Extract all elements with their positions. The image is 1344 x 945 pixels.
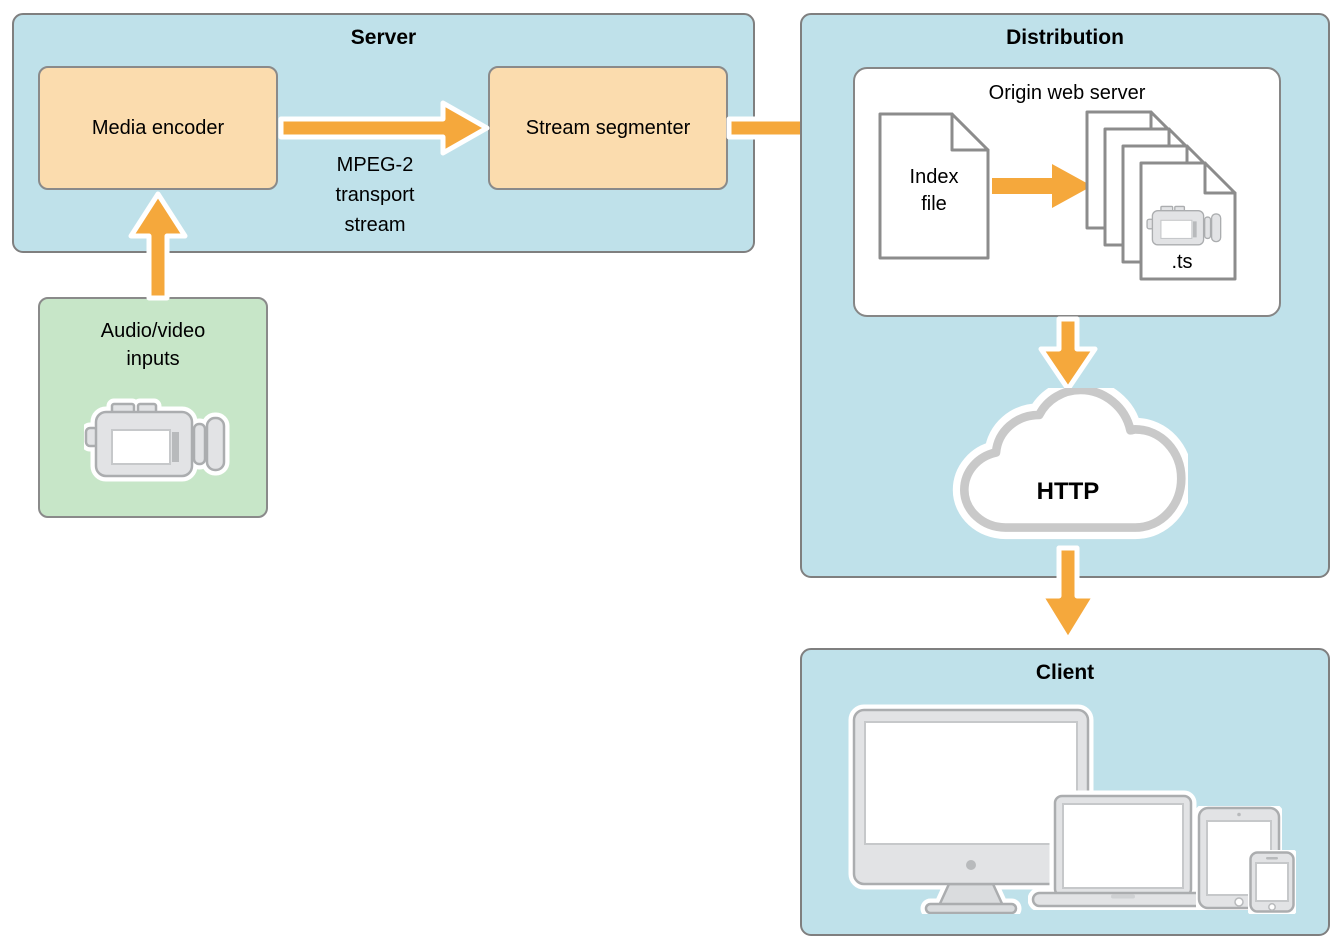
media-encoder-label: Media encoder — [91, 116, 225, 139]
arrow-origin-to-cloud-icon — [1038, 316, 1098, 392]
server-panel-title: Server — [350, 26, 417, 49]
iphone-icon — [1248, 850, 1296, 914]
arrow-inputs-to-encoder-icon — [128, 191, 188, 301]
arrow-cloud-to-client-icon — [1038, 545, 1098, 643]
transport-stream-arrow-label: MPEG-2 transport stream — [335, 154, 415, 236]
imac-icon — [848, 704, 1094, 914]
macbook-icon — [1028, 790, 1218, 910]
apple-logo-icon — [966, 860, 976, 870]
ts-file-label: .ts — [1171, 251, 1193, 273]
origin-web-server-label: Origin web server — [988, 82, 1146, 104]
media-encoder-node: Media encoder — [38, 66, 278, 190]
camcorder-mini-icon — [1146, 203, 1224, 248]
http-cloud-icon — [952, 388, 1188, 540]
arrow-index-to-segments-icon — [992, 164, 1092, 208]
arrow-media-encoder-to-stream-segmenter-icon — [278, 100, 490, 156]
http-cloud-label: HTTP — [1036, 478, 1100, 505]
audio-video-inputs-label: Audio/video inputs — [100, 320, 206, 370]
camcorder-icon — [84, 398, 230, 482]
distribution-panel-title: Distribution — [1006, 26, 1124, 49]
client-panel-title: Client — [1035, 661, 1095, 684]
stream-segmenter-label: Stream segmenter — [525, 116, 691, 139]
index-file-label: Index file — [909, 166, 959, 215]
index-file-document-icon — [878, 112, 990, 260]
stream-segmenter-node: Stream segmenter — [488, 66, 728, 190]
